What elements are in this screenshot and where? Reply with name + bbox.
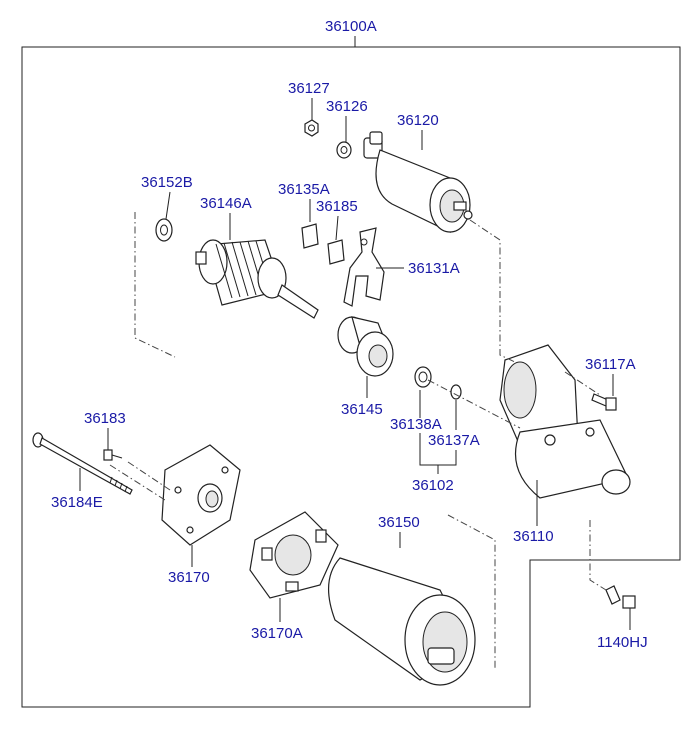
label-36150[interactable]: 36150 [378,514,420,531]
nut-36127 [304,119,319,137]
label-1140HJ[interactable]: 1140HJ [597,634,648,651]
washer-36152B [155,218,173,242]
label-36135A[interactable]: 36135A [278,181,330,198]
label-36110[interactable]: 36110 [513,528,554,545]
label-36170[interactable]: 36170 [168,569,210,586]
label-36184E[interactable]: 36184E [51,494,103,511]
label-36185[interactable]: 36185 [316,198,358,215]
shift-lever-36131A [343,227,385,307]
bolt-36117A [591,393,617,411]
label-36102[interactable]: 36102 [412,477,454,494]
armature-36146A [195,239,319,319]
assembly-label[interactable]: 36100A [325,18,377,35]
assembly-boundary [21,46,681,708]
label-36137A[interactable]: 36137A [428,432,480,449]
pad-36135A [301,223,319,249]
label-36117A[interactable]: 36117A [585,356,636,373]
label-36138A[interactable]: 36138A [390,416,442,433]
housing-36110 [499,344,631,499]
label-36120[interactable]: 36120 [397,112,439,129]
end-plate-36170 [161,444,241,546]
label-36131A[interactable]: 36131A [408,260,460,277]
pinion-36145 [337,316,394,377]
pad-36185 [327,239,345,265]
solenoid-36120 [363,131,473,233]
label-36146A[interactable]: 36146A [200,195,252,212]
label-36145[interactable]: 36145 [341,401,383,418]
label-36170A[interactable]: 36170A [251,625,303,642]
label-36152B[interactable]: 36152B [141,174,193,191]
yoke-36150 [327,557,476,686]
label-36126[interactable]: 36126 [326,98,368,115]
leader-lines [79,98,631,630]
label-36127[interactable]: 36127 [288,80,330,97]
assembly-axis-lines [109,212,607,668]
bolt-1140HJ [605,585,636,609]
screw-36183 [103,449,123,461]
brush-holder-36170A [249,511,339,599]
label-36183[interactable]: 36183 [84,410,126,427]
ring-36138A [414,366,432,388]
part-labels: 36127 36126 36120 36152B 36146A 36135A 3… [51,80,648,651]
through-bolt-36184E [32,432,133,495]
washer-36126 [336,141,352,159]
